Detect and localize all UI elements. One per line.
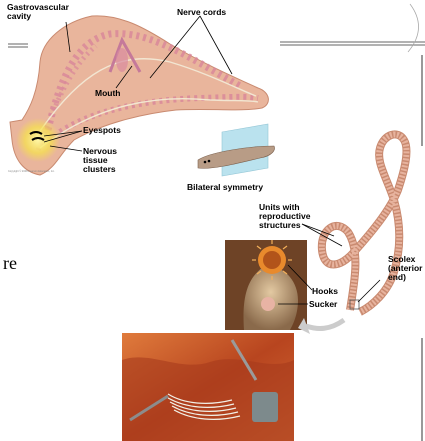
label-reproductive-units: Units with reproductive structures <box>259 203 311 230</box>
label-nerve-cords: Nerve cords <box>177 8 226 17</box>
tapeworm-photo <box>122 333 294 441</box>
copyright-notice: Copyright © 2008 Pearson Education, Inc. <box>8 170 55 173</box>
label-gastrovascular-cavity: Gastrovascular cavity <box>7 3 69 21</box>
label-sucker: Sucker <box>309 300 337 309</box>
label-nervous-tissue-clusters: Nervous tissue clusters <box>83 147 117 174</box>
symmetry-diagram <box>198 124 274 176</box>
label-eyespots: Eyespots <box>83 126 121 135</box>
slide-text-fragment: re <box>3 253 17 274</box>
label-hooks: Hooks <box>312 287 338 296</box>
label-scolex: Scolex (anterior end) <box>388 255 422 282</box>
caption-bilateral-symmetry: Bilateral symmetry <box>187 183 263 192</box>
label-mouth: Mouth <box>95 89 121 98</box>
